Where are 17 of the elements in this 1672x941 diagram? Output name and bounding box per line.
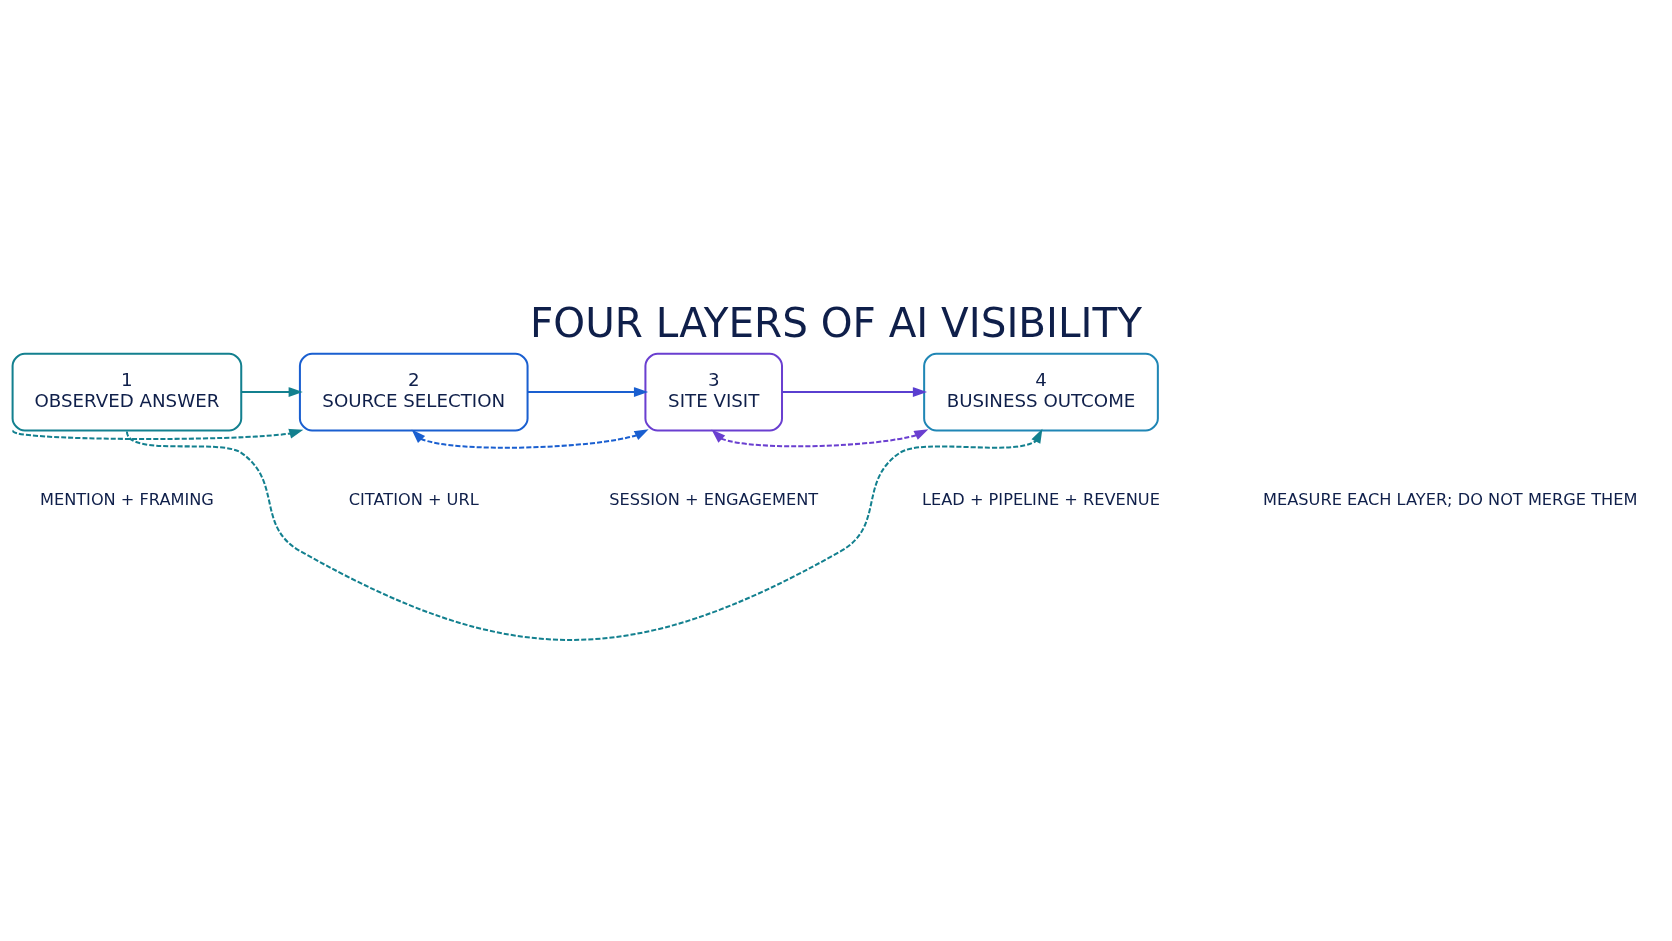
node-box: 4 BUSINESS OUTCOME xyxy=(923,352,1159,432)
arrow xyxy=(241,387,303,398)
arrow xyxy=(411,429,649,449)
arrow xyxy=(711,429,929,448)
label: CITATION + URL xyxy=(348,490,479,510)
arrow xyxy=(527,387,649,398)
node-box: 1 OBSERVED ANSWER xyxy=(11,352,243,432)
arrow xyxy=(12,428,304,440)
label: MENTION + FRAMING xyxy=(39,490,214,510)
node-box: 3 SITE VISIT xyxy=(644,352,783,432)
arrow xyxy=(782,387,928,398)
label: SESSION + ENGAGEMENT xyxy=(609,490,819,510)
label: LEAD + PIPELINE + REVENUE xyxy=(922,490,1160,510)
node-box: 2 SOURCE SELECTION xyxy=(298,352,529,432)
label: MEASURE EACH LAYER; DO NOT MERGE THEM xyxy=(1263,490,1638,510)
diagram-title: FOUR LAYERS OF AI VISIBILITY xyxy=(530,299,1142,348)
arrow xyxy=(126,428,1043,641)
